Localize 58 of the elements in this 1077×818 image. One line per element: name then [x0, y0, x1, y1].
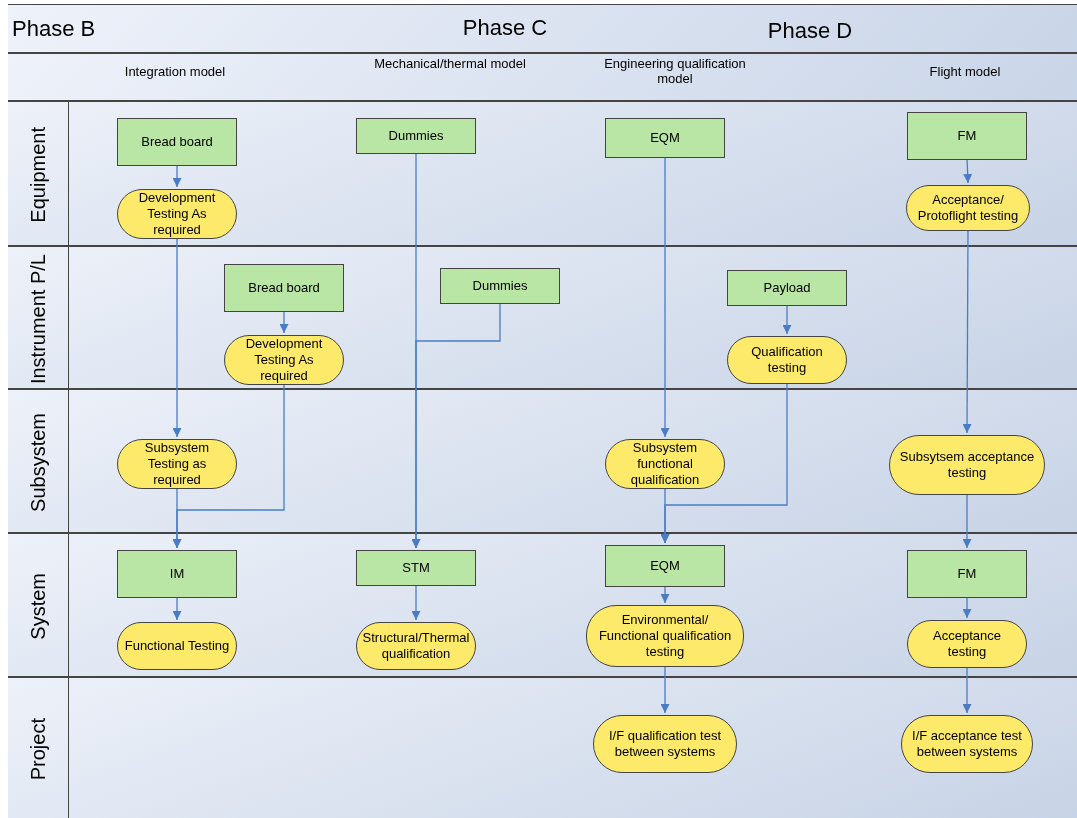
column-heading: Engineering qualification model — [603, 56, 747, 86]
arrow — [660, 584, 670, 604]
arrow — [411, 301, 501, 549]
arrow — [962, 665, 972, 714]
arrow — [411, 583, 421, 621]
activity-pill: Qualification testing — [727, 336, 847, 384]
activity-pill: Subsytsem acceptance testing — [889, 435, 1045, 495]
phase-heading: Phase D — [766, 18, 854, 44]
phase-heading: Phase B — [12, 16, 97, 42]
swimlane — [8, 245, 1077, 388]
process-box: FM — [907, 550, 1027, 598]
process-box: Bread board — [117, 118, 237, 166]
arrow — [172, 236, 182, 438]
lane-label: Project — [26, 718, 50, 781]
activity-pill: Development Testing As required — [224, 335, 344, 385]
activity-pill: Environmental/ Functional qualification testing — [586, 605, 744, 667]
lane-label: Equipment — [26, 126, 50, 223]
swimlane — [8, 388, 1077, 532]
activity-pill: Development Testing As required — [117, 189, 237, 239]
arrow — [660, 381, 788, 544]
process-box: Payload — [727, 270, 847, 306]
activity-pill: I/F acceptance test between systems — [901, 715, 1033, 773]
swimlane — [8, 676, 1077, 818]
arrow — [660, 155, 670, 438]
phase-heading: Phase C — [461, 15, 549, 41]
activity-pill: Subsystem Testing as required — [117, 439, 237, 489]
lane-label: Instrument P/L — [26, 253, 50, 384]
process-box: Bread board — [224, 264, 344, 312]
process-box: EQM — [605, 545, 725, 587]
column-heading: Mechanical/thermal model — [373, 56, 527, 71]
activity-pill: Structural/Thermal qualification — [356, 622, 476, 670]
arrow — [172, 163, 182, 188]
arrow — [782, 303, 792, 335]
lane-label: Subsystem — [26, 412, 50, 512]
arrow — [962, 595, 972, 619]
column-heading: Flight model — [928, 64, 1002, 79]
arrow — [963, 157, 973, 184]
activity-pill: Functional Testing — [117, 622, 237, 670]
process-box: FM — [907, 112, 1027, 160]
activity-pill: Acceptance/ Protoflight testing — [906, 185, 1030, 231]
arrow — [660, 664, 670, 714]
swimlane — [8, 532, 1077, 676]
process-box: Dummies — [440, 268, 560, 304]
arrow — [962, 228, 972, 434]
column-heading: Integration model — [123, 64, 227, 79]
process-box: IM — [117, 550, 237, 598]
activity-pill: I/F qualification test between systems — [593, 715, 737, 773]
lane-label: System — [26, 572, 50, 640]
arrow — [172, 595, 182, 621]
arrow — [172, 382, 285, 549]
swimlane — [8, 100, 1077, 245]
process-box: STM — [356, 550, 476, 586]
arrow — [962, 492, 972, 549]
activity-pill: Subsystem functional qualification — [605, 439, 725, 489]
arrow — [279, 309, 289, 334]
process-box: Dummies — [356, 118, 476, 154]
activity-pill: Acceptance testing — [907, 620, 1027, 668]
process-box: EQM — [605, 118, 725, 158]
